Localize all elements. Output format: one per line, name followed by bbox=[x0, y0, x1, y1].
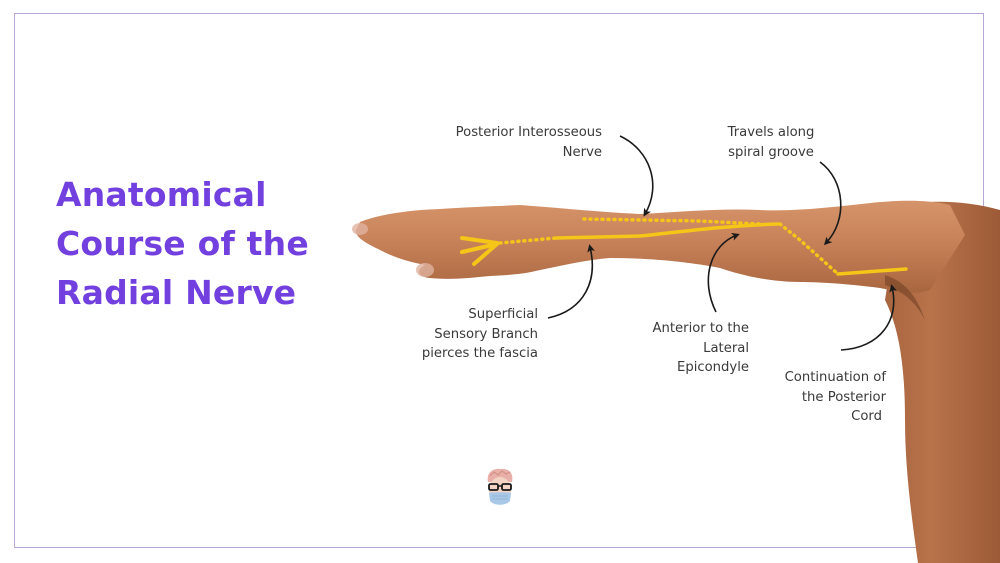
doctor-avatar-with-mask-icon bbox=[487, 468, 513, 505]
label-posterior-interosseous-nerve: Posterior Interosseous Nerve bbox=[455, 125, 602, 160]
page-title: Anatomical Course of the Radial Nerve bbox=[56, 170, 336, 317]
arrow-superficial-sensory bbox=[547, 244, 596, 319]
label-superficial-sensory-branch: Superficial Sensory Branch pierces the f… bbox=[421, 307, 538, 361]
title-line-3: Radial Nerve bbox=[56, 273, 297, 312]
arrow-posterior-interosseous bbox=[619, 135, 654, 217]
label-posterior-cord: Continuation of the Posterior Cord bbox=[784, 370, 886, 424]
label-lateral-epicondyle: Anterior to the Lateral Epicondyle bbox=[652, 321, 749, 375]
arrow-lateral-epicondyle bbox=[707, 232, 740, 313]
arrow-spiral-groove bbox=[819, 161, 842, 246]
title-line-2: Course of the bbox=[56, 224, 309, 263]
arrow-posterior-cord bbox=[840, 284, 898, 351]
arm-shape bbox=[352, 200, 965, 320]
annotation-arrows bbox=[547, 135, 898, 351]
title-line-1: Anatomical bbox=[56, 175, 267, 214]
label-spiral-groove: Travels along spiral groove bbox=[727, 125, 815, 160]
radial-nerve-path bbox=[460, 217, 908, 276]
